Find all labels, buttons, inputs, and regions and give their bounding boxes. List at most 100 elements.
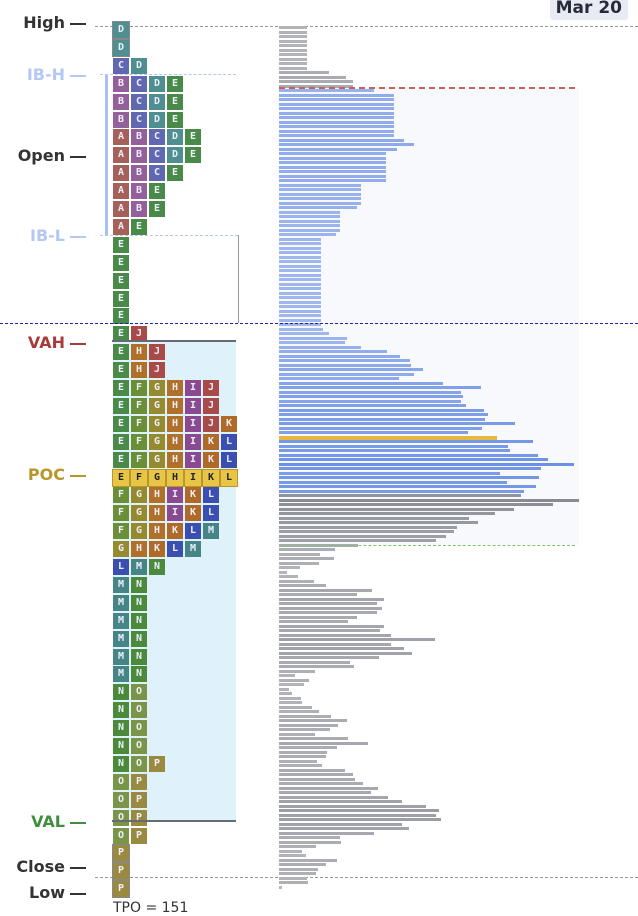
tpo-cell-K	[167, 523, 183, 540]
volume-bar	[279, 300, 321, 304]
volume-bar	[279, 84, 353, 88]
volume-bar	[279, 692, 292, 695]
tpo-cell-F	[130, 468, 148, 487]
tpo-cell-O	[131, 720, 147, 737]
profile-top-line	[279, 87, 575, 89]
volume-bar	[279, 44, 307, 47]
tpo-cell-F	[131, 397, 147, 414]
volume-bar	[279, 818, 441, 821]
tpo-cell-F	[113, 523, 129, 540]
volume-bar	[279, 516, 469, 520]
tpo-cell-D	[149, 75, 165, 92]
volume-bar	[279, 107, 394, 110]
volume-bar	[279, 156, 386, 160]
volume-bar	[279, 363, 411, 367]
tpo-cell-E	[185, 129, 201, 146]
volume-bar	[279, 368, 423, 371]
volume-bar	[279, 291, 321, 295]
volume-bar	[279, 480, 507, 484]
tpo-row-letters: EFGHIJ	[118, 382, 227, 393]
tpo-cell-O	[113, 827, 129, 844]
ib-high-label: IB-H	[27, 66, 86, 84]
tpo-cell-F	[131, 451, 147, 468]
tpo-cell-M	[113, 630, 129, 647]
volume-bar	[279, 111, 394, 115]
tpo-cell-H	[167, 433, 183, 450]
tpo-cell-P	[131, 773, 147, 790]
tpo-cell-E	[149, 201, 165, 217]
volume-bar	[279, 665, 354, 668]
tpo-cell-P	[112, 862, 130, 881]
volume-bar	[279, 669, 315, 673]
volume-bar	[279, 399, 461, 403]
ib-low-connector	[238, 235, 239, 323]
tpo-row-letters: E	[118, 274, 137, 286]
volume-bar	[279, 557, 334, 560]
tpo-cell-L	[220, 468, 238, 487]
tpo-cell-F	[113, 487, 129, 504]
volume-bar	[279, 800, 402, 803]
volume-bar	[279, 755, 326, 758]
volume-bar	[279, 260, 321, 263]
tpo-cell-N	[131, 648, 147, 665]
tpo-row-letters: OP	[118, 811, 155, 823]
tpo-cell-N	[113, 738, 129, 754]
volume-bar	[279, 548, 335, 551]
tpo-row-letters: FGHKLM	[118, 525, 227, 537]
volume-bar	[279, 647, 404, 650]
tpo-cell-M	[113, 666, 129, 683]
tpo-cell-I	[167, 487, 183, 504]
volume-bar	[279, 534, 446, 538]
tpo-cell-C	[149, 165, 165, 182]
tpo-cell-E	[167, 93, 183, 110]
tpo-cell-O	[113, 791, 129, 808]
tpo-cell-H	[149, 523, 165, 540]
volume-bar	[279, 795, 388, 799]
volume-bar	[279, 165, 386, 169]
close-label: Close	[16, 858, 86, 876]
volume-bar	[279, 656, 379, 659]
volume-bar	[279, 75, 346, 79]
tpo-cell-G	[113, 541, 129, 558]
tpo-cell-D	[149, 93, 165, 110]
tpo-cell-E	[167, 165, 183, 182]
volume-bar	[279, 620, 348, 623]
tpo-row-letters: MN	[118, 596, 155, 608]
volume-bar	[279, 143, 414, 146]
tpo-cell-B	[113, 111, 129, 128]
volume-bar	[279, 561, 319, 565]
volume-bar	[279, 813, 436, 817]
volume-bar	[279, 845, 316, 848]
volume-bar	[279, 327, 323, 331]
volume-bar	[279, 138, 404, 142]
tpo-cell-O	[131, 702, 147, 719]
tpo-cell-P	[149, 755, 165, 772]
ib-bracket	[105, 75, 108, 235]
tpo-cell-E	[113, 344, 129, 361]
volume-bar	[279, 390, 461, 394]
vah-line	[112, 340, 236, 342]
tpo-row-letters: NOP	[118, 757, 173, 769]
volume-bar	[279, 174, 386, 178]
ib-high-line	[100, 74, 236, 75]
volume-bar	[279, 588, 372, 592]
volume-bar	[279, 413, 488, 416]
tpo-cell-J	[149, 362, 165, 379]
volume-bar	[279, 602, 377, 605]
tpo-cell-N	[113, 684, 129, 701]
tpo-cell-I	[184, 468, 202, 487]
tpo-cell-G	[149, 397, 165, 414]
volume-bar	[279, 183, 361, 187]
tpo-cell-C	[131, 75, 147, 92]
tpo-cell-E	[113, 272, 129, 289]
tpo-cell-K	[202, 468, 220, 487]
volume-bar	[279, 386, 481, 389]
tpo-cell-D	[167, 129, 183, 146]
tpo-cell-L	[221, 451, 237, 468]
volume-bar	[279, 476, 539, 479]
volume-bar	[279, 579, 314, 583]
volume-bar	[279, 530, 454, 533]
volume-bar	[279, 269, 321, 272]
tpo-cell-P	[131, 791, 147, 808]
volume-bar	[279, 30, 307, 34]
